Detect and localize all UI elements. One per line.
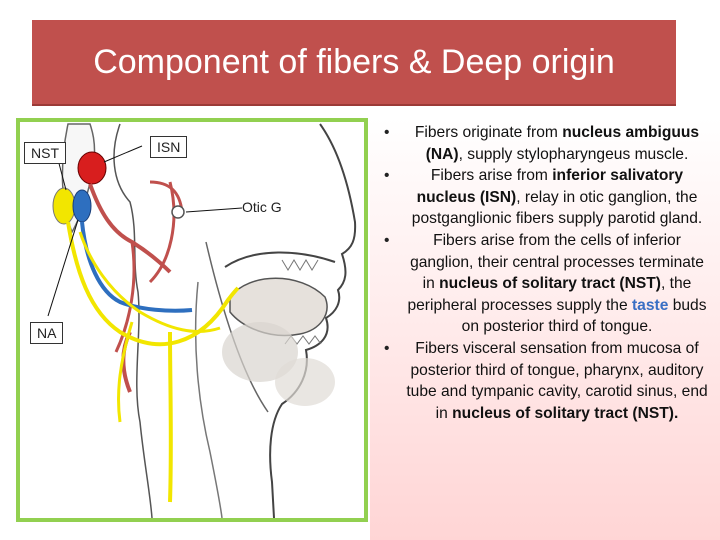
bullet-item: Fibers visceral sensation from mucosa of… — [406, 338, 708, 424]
title-bar: Component of fibers & Deep origin — [32, 20, 676, 106]
sensory-fiber — [68, 222, 238, 344]
pointer-line — [104, 146, 142, 162]
na-nucleus — [73, 190, 91, 222]
bold-text: taste — [632, 297, 668, 314]
isn-nucleus — [78, 152, 106, 184]
isn-label: ISN — [150, 136, 187, 158]
otic-ganglion — [172, 206, 184, 218]
bullet-item: Fibers arise from inferior salivatory nu… — [406, 165, 708, 230]
secretomotor-fiber — [82, 222, 192, 311]
nst-nucleus — [53, 188, 75, 224]
upper-teeth — [282, 260, 318, 270]
muscle-region — [275, 358, 335, 406]
bold-text: nucleus of solitary tract (NST) — [439, 275, 661, 292]
pharynx-wall — [196, 282, 222, 518]
anatomy-illustration — [20, 122, 364, 518]
bullet-list: Fibers originate from nucleus ambiguus (… — [370, 118, 720, 424]
motor-fiber — [150, 182, 174, 282]
otic-g-label: Otic G — [242, 199, 282, 215]
bullet-text: , supply stylopharyngeus muscle. — [459, 146, 689, 163]
bullet-text: Fibers arise from — [431, 167, 552, 184]
motor-fiber — [90, 184, 170, 272]
text-panel: Fibers originate from nucleus ambiguus (… — [370, 118, 720, 540]
bullet-text: Fibers originate from — [415, 124, 562, 141]
pointer-line — [186, 208, 242, 212]
bold-text: nucleus of solitary tract (NST). — [452, 405, 678, 422]
slide-title: Component of fibers & Deep origin — [93, 43, 615, 82]
nst-label: NST — [24, 142, 66, 164]
bullet-item: Fibers arise from the cells of inferior … — [406, 230, 708, 338]
bullet-item: Fibers originate from nucleus ambiguus (… — [406, 122, 708, 165]
anatomy-figure — [16, 118, 368, 522]
neck-back — [114, 124, 152, 518]
na-label: NA — [30, 322, 63, 344]
palate — [225, 252, 335, 267]
pointer-line — [48, 220, 78, 316]
sensory-fiber — [170, 332, 171, 502]
